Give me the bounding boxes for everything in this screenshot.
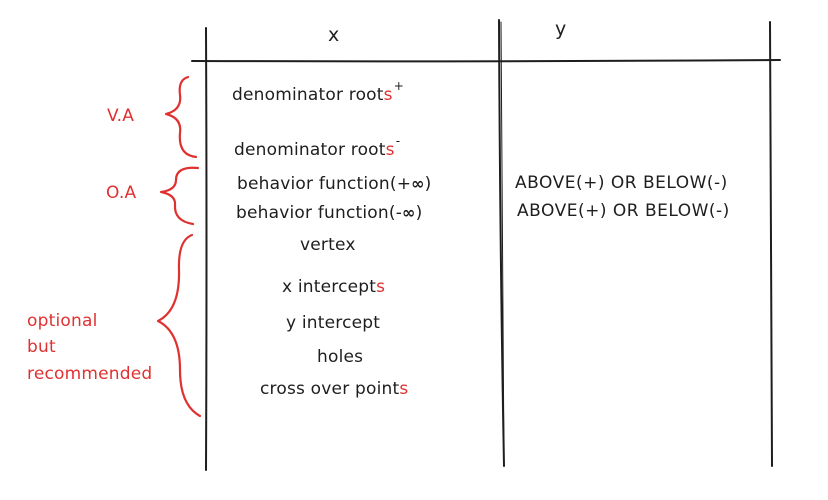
middle-column-border [498,19,505,467]
label-vertical-asymptote: V.A [107,106,135,126]
row-y-intercept: y intercept [286,313,381,333]
brace-optional [156,233,202,418]
column-header-y: y [555,18,567,40]
row-text-close: ) [415,203,423,223]
row-text: behavior function(+ [237,174,412,194]
row-above-below-neg: ABOVE(+) OR BELOW(-) [517,201,730,221]
brace-va [164,75,198,159]
label-recommended: recommended [27,364,153,384]
row-x-intercepts: x intercepts [282,279,385,296]
row-denominator-roots-minus: denominator roots- [234,135,400,160]
right-column-border [769,21,773,467]
row-text: behavior function(- [236,203,403,223]
superscript: - [395,134,401,148]
row-text: cross over point [260,379,400,399]
plural-suffix: s [399,379,409,399]
middle-column-border-double [500,21,505,467]
plural-suffix: s [385,140,395,160]
annotation-braces [156,75,202,418]
infinity-symbol: ∞ [402,203,416,222]
row-text: denominator root [234,140,386,160]
label-oblique-asymptote: O.A [106,183,137,203]
row-text-close: ) [424,174,432,194]
row-vertex: vertex [300,235,356,255]
row-behavior-pos-infinity: behavior function(+∞) [237,176,432,193]
plural-suffix: s [376,277,386,297]
column-header-x: x [328,24,340,46]
row-behavior-neg-infinity: behavior function(-∞) [236,205,422,222]
row-above-below-pos: ABOVE(+) OR BELOW(-) [515,173,728,193]
label-optional: optional [27,311,98,331]
plural-suffix: s [383,85,393,105]
label-but: but [27,337,56,357]
table-grid [191,19,781,471]
left-column-border [205,27,208,471]
brace-oa [159,166,200,226]
header-underline [191,59,781,63]
row-text: denominator root [232,85,384,105]
row-cross-over-points: cross over points [260,381,408,398]
row-text: x intercept [282,277,377,297]
row-denominator-roots-plus: denominator roots+ [232,80,404,105]
infinity-symbol: ∞ [411,174,425,193]
row-holes: holes [317,347,364,367]
superscript: + [393,79,404,93]
